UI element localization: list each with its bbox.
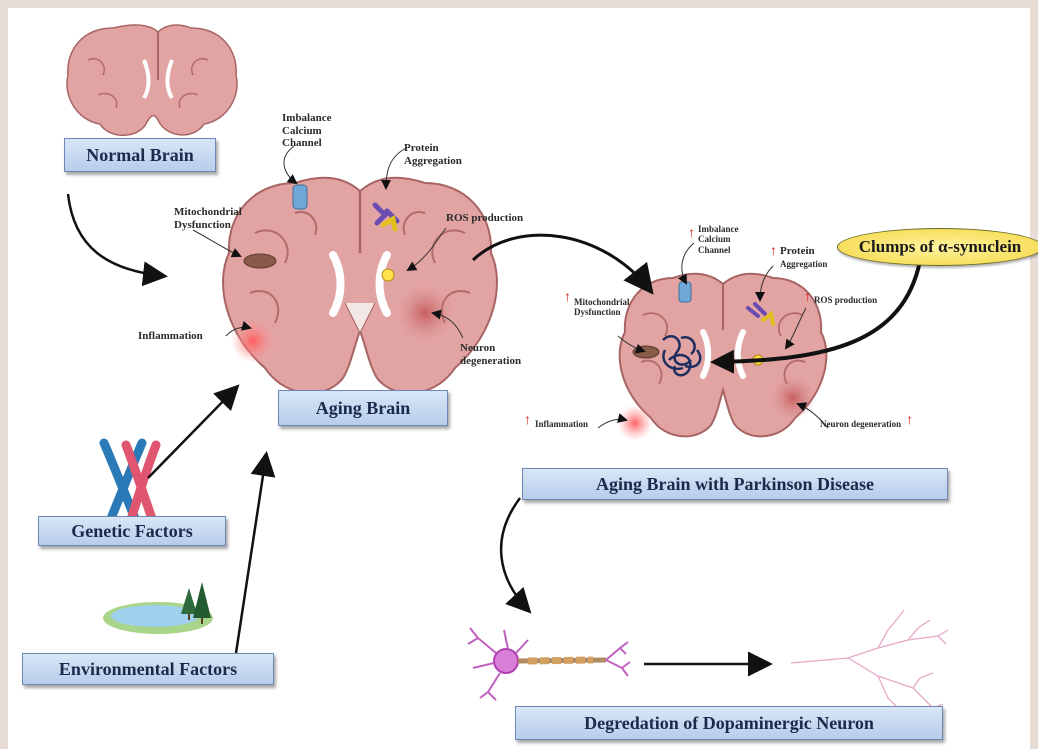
degradation-box: Degredation of Dopaminergic Neuron (515, 706, 943, 740)
aging-brain-box: Aging Brain (278, 390, 448, 426)
aging-neuron-label: Neuron degeneration (460, 342, 521, 367)
alpha-synuclein-callout-text: Clumps of α-synuclein (859, 237, 1022, 257)
degraded-neuron-illustration (791, 610, 948, 708)
aging-brain-pd-label: Aging Brain with Parkinson Disease (596, 474, 874, 495)
figure-frame: Normal Brain Aging Brain Genetic Factors… (8, 8, 1030, 749)
increase-arrow-icon: ↑ (804, 290, 811, 306)
arrow-normal-to-aging (68, 194, 163, 276)
increase-arrow-icon: ↑ (688, 226, 695, 242)
aging-mito-label: Mitochondrial Dysfunction (174, 206, 242, 231)
aging-protein-label: Protein Aggregation (404, 142, 462, 167)
aging-imbalance-label: Imbalance Calcium Channel (282, 112, 332, 150)
normal-brain-illustration (67, 25, 237, 135)
increase-arrow-icon: ↑ (770, 244, 777, 260)
genetic-factors-box: Genetic Factors (38, 516, 226, 546)
aging-brain-label: Aging Brain (316, 398, 411, 419)
diagram-canvas (8, 8, 1030, 749)
aging-ros-label: ROS production (446, 212, 523, 225)
pd-inflammation-label: Inflammation (535, 419, 588, 429)
pd-neuron-label: Neuron degeneration (820, 419, 901, 429)
pd-mito-label: Mitochondrial Dysfunction (574, 297, 630, 318)
genetic-factors-label: Genetic Factors (71, 521, 192, 542)
increase-arrow-icon: ↑ (524, 413, 531, 429)
degradation-label: Degredation of Dopaminergic Neuron (584, 713, 874, 734)
pd-ros-label: ROS production (814, 295, 877, 305)
pd-protein-label: Protein (780, 245, 815, 258)
environmental-factors-box: Environmental Factors (22, 653, 274, 685)
aging-brain-illustration (223, 178, 497, 393)
arrow-genetic-to-aging (148, 388, 236, 478)
increase-arrow-icon: ↑ (564, 290, 571, 306)
normal-brain-label: Normal Brain (86, 145, 194, 166)
environmental-factors-label: Environmental Factors (59, 659, 237, 680)
arrow-aging-to-pd (473, 235, 650, 290)
normal-brain-box: Normal Brain (64, 138, 216, 172)
alpha-synuclein-callout: Clumps of α-synuclein (837, 228, 1038, 266)
arrow-env-to-aging (236, 456, 266, 653)
aging-inflammation-label: Inflammation (138, 330, 203, 343)
pd-aggregation-label: Aggregation (780, 259, 827, 269)
healthy-neuron-illustration (468, 628, 630, 700)
pd-imbalance-label: Imbalance Calcium Channel (698, 224, 739, 255)
increase-arrow-icon: ↑ (906, 413, 913, 429)
arrow-pd-to-neuron (501, 498, 528, 610)
environment-illustration (103, 582, 213, 634)
aging-brain-pd-box: Aging Brain with Parkinson Disease (522, 468, 948, 500)
